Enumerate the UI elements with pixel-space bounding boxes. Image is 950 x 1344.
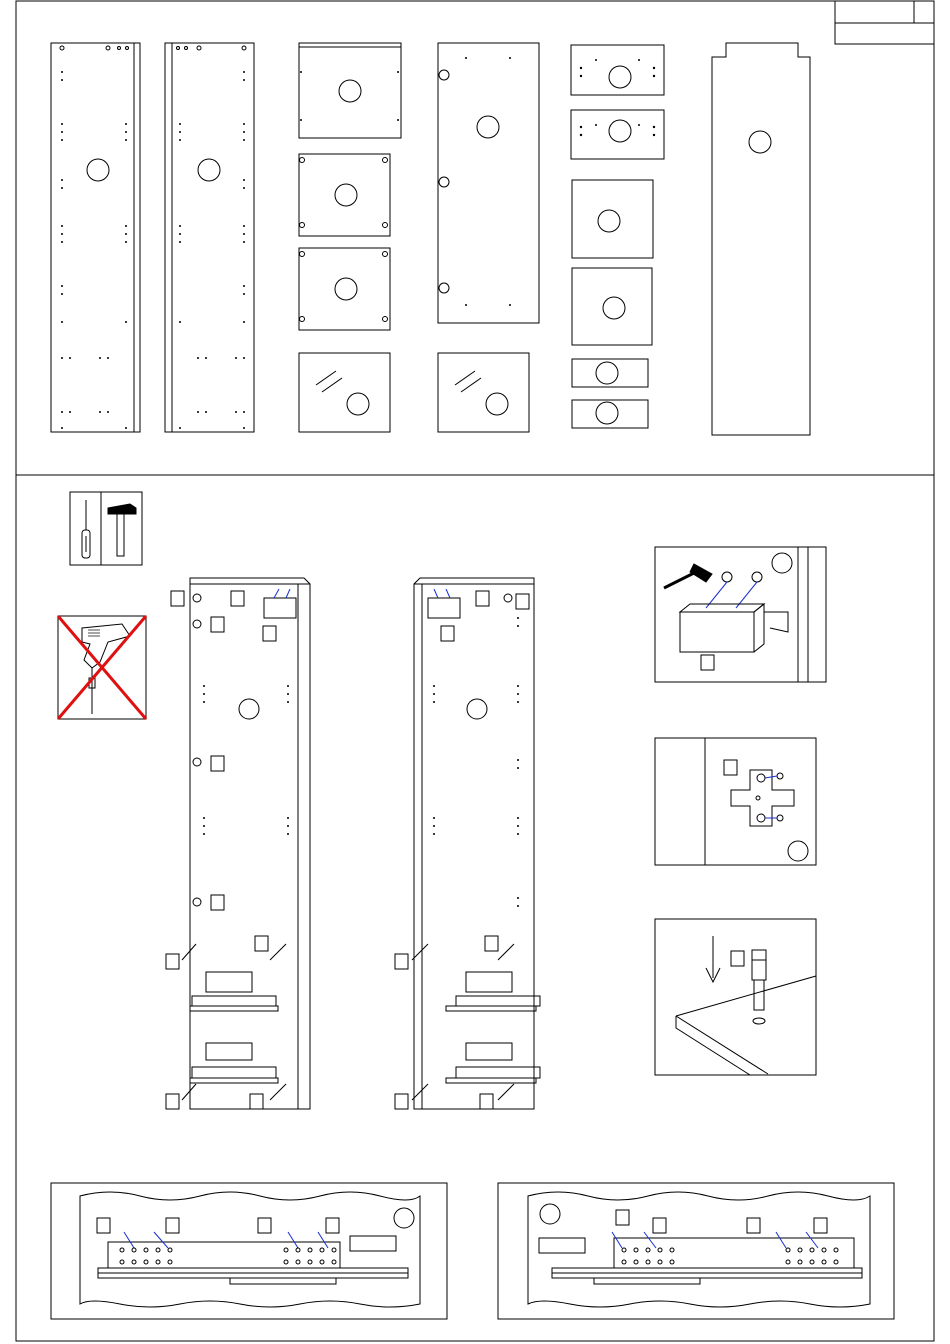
small-panel-1 bbox=[572, 180, 653, 258]
detail-hammer-plate bbox=[655, 547, 826, 682]
right-side-assembly bbox=[395, 578, 540, 1109]
glass-door-2 bbox=[438, 353, 529, 432]
hammer-icon bbox=[664, 564, 712, 588]
bottom-detail-left bbox=[51, 1183, 447, 1319]
plinth-bottom bbox=[571, 110, 664, 159]
shelf-1 bbox=[299, 154, 390, 236]
small-panel-2 bbox=[572, 268, 652, 345]
top-panel bbox=[299, 43, 401, 138]
glass-door-1 bbox=[299, 353, 390, 432]
tools-box bbox=[70, 492, 142, 565]
middle-panel bbox=[438, 43, 539, 323]
plinth-top bbox=[571, 45, 664, 95]
parts-list bbox=[51, 43, 810, 435]
side-panel-right bbox=[165, 43, 254, 432]
left-side-assembly bbox=[166, 578, 310, 1109]
hammer-icon bbox=[108, 504, 136, 556]
bottom-detail-right bbox=[498, 1183, 894, 1319]
shelf-2 bbox=[299, 248, 390, 330]
no-power-drill-icon bbox=[58, 616, 146, 719]
detail-hinge-plate bbox=[655, 738, 816, 865]
strip-2 bbox=[572, 400, 648, 428]
side-panel-left bbox=[51, 43, 140, 432]
back-panel bbox=[712, 43, 810, 435]
title-box bbox=[835, 1, 934, 44]
detail-insert-dowel bbox=[655, 919, 816, 1075]
page-frame bbox=[16, 1, 934, 1341]
screwdriver-icon bbox=[82, 500, 90, 558]
strip-1 bbox=[572, 359, 648, 387]
